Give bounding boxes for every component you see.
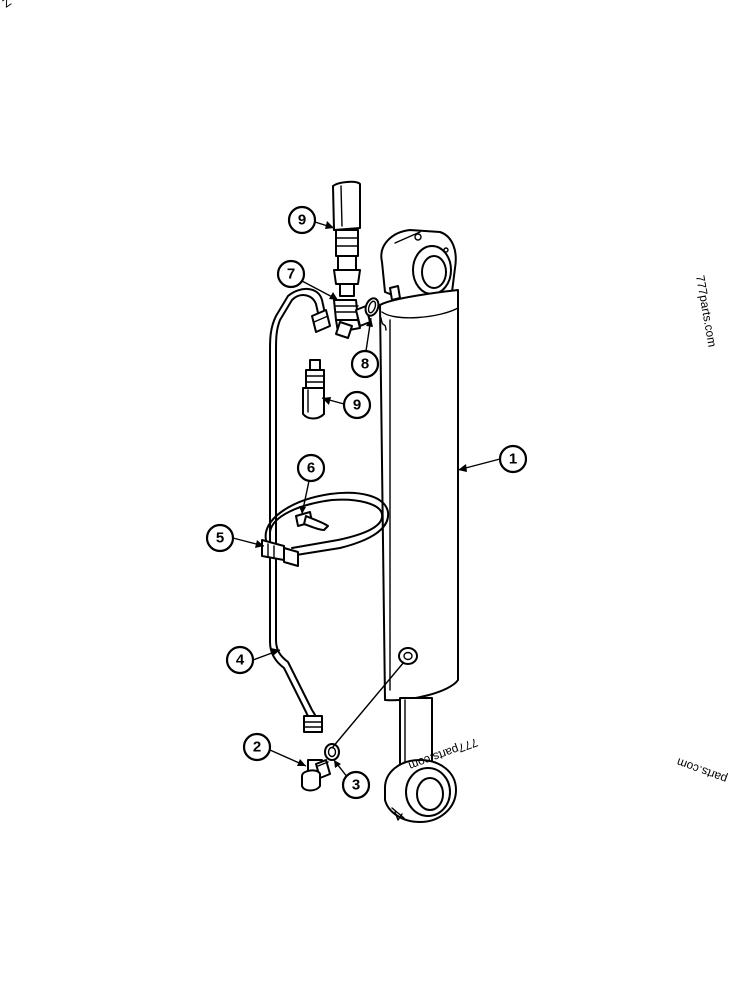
hydraulic-cylinder (379, 229, 459, 823)
callout-9-lower-label: 9 (353, 397, 361, 414)
hose-upper (332, 180, 361, 297)
callout-9-lower: 9 (321, 390, 372, 420)
cylinder-top-clevis (380, 229, 457, 302)
elbow-fitting-lower (301, 759, 331, 792)
callout-9-upper-label: 9 (298, 212, 306, 229)
corner-mark: Z (0, 0, 14, 10)
callout-5: 5 (205, 523, 265, 553)
callout-7-label: 7 (287, 266, 295, 283)
callout-3: 3 (333, 759, 371, 800)
tube (269, 288, 331, 733)
callout-4: 4 (225, 645, 281, 675)
callout-9-upper: 9 (287, 205, 335, 235)
callout-3-label: 3 (352, 777, 360, 794)
clamp-strap (264, 491, 390, 557)
o-ring-lower (324, 743, 340, 761)
callout-5-label: 5 (216, 530, 224, 547)
callout-4-label: 4 (236, 652, 245, 669)
callout-8-label: 8 (361, 356, 369, 373)
elbow-fitting-upper (333, 299, 371, 339)
callout-1-label: 1 (509, 451, 517, 468)
cylinder-lower-port (398, 647, 418, 665)
callout-1: 1 (457, 444, 528, 474)
callout-2-label: 2 (253, 739, 261, 756)
cylinder-rod-eye (383, 759, 457, 823)
callout-6: 6 (296, 453, 326, 515)
callout-6-label: 6 (307, 460, 315, 477)
watermark-right-vertical: 777parts.com (693, 274, 719, 348)
callout-8: 8 (350, 317, 380, 379)
clamp-bolt (261, 539, 299, 567)
hose-lower (302, 359, 325, 420)
callout-2: 2 (242, 732, 307, 767)
watermark-right-rotated: parts.com (675, 755, 729, 786)
cylinder-barrel (379, 289, 459, 702)
callout-7: 7 (276, 259, 339, 301)
